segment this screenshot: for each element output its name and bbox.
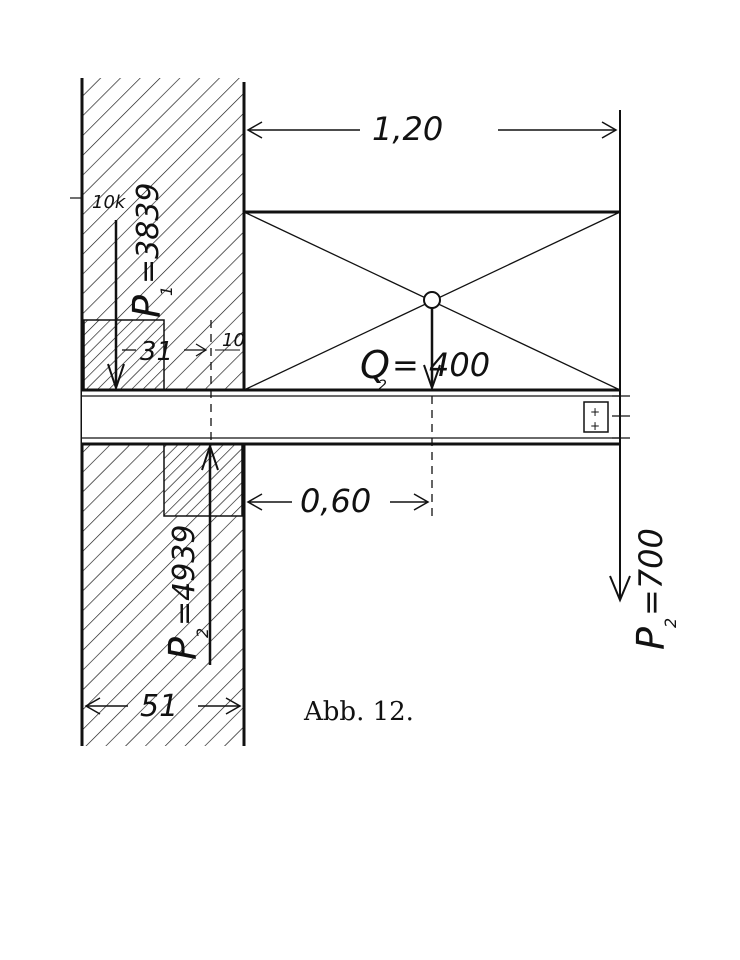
- p-end-load-arrow: [609, 444, 631, 603]
- end-connection: + +: [583, 395, 630, 439]
- centerlines: [210, 320, 433, 520]
- p-end-load-label: P 2 =700: [629, 528, 680, 650]
- dimension-load-distance-label: 0,60: [300, 482, 371, 520]
- p-letter: P: [629, 627, 673, 650]
- p1-letter: P: [125, 295, 169, 318]
- p2-value: =4939: [167, 525, 202, 626]
- dimension-wall-thickness: [84, 697, 242, 715]
- lower-bearing-block: [163, 443, 243, 517]
- q-subscript: 2: [378, 378, 387, 394]
- dimension-span-label: 1,20: [372, 110, 443, 148]
- p-value: =700: [632, 528, 670, 616]
- p1-subscript: 1: [157, 286, 176, 296]
- dimension-wall-thickness-label: 51: [140, 689, 178, 724]
- upper-bearing-block: [83, 319, 165, 391]
- load-frame: [243, 110, 621, 391]
- top-small-label: 10k: [92, 192, 127, 213]
- svg-text:+: +: [590, 419, 600, 433]
- cantilever-beam: [82, 388, 621, 446]
- p2-letter: P: [161, 637, 205, 660]
- dimension-bearing-length: [122, 343, 208, 357]
- svg-text:+: +: [590, 405, 600, 419]
- dimension-load-distance: [246, 493, 430, 511]
- p1-force-arrow: [107, 220, 125, 392]
- q-value: = 400: [392, 346, 490, 384]
- q-letter: Q: [360, 343, 390, 387]
- figure-caption: Abb. 12.: [303, 697, 414, 727]
- edge-offset-label: 10: [222, 330, 245, 351]
- p1-force-label: P 1 =3839: [125, 183, 176, 318]
- load-point-circle: [423, 291, 441, 309]
- dimension-bearing-length-label: 31: [140, 337, 173, 367]
- q-load-label: Q 2 = 400: [360, 343, 490, 394]
- p2-subscript: 2: [193, 628, 212, 638]
- p2-force-label: P 2 =4939: [161, 525, 212, 660]
- p2-force-arrow: [201, 442, 219, 665]
- p-subscript: 2: [661, 618, 680, 628]
- dimension-span: [246, 121, 618, 139]
- p1-value: =3839: [131, 183, 166, 284]
- q-load-arrow: [423, 308, 441, 392]
